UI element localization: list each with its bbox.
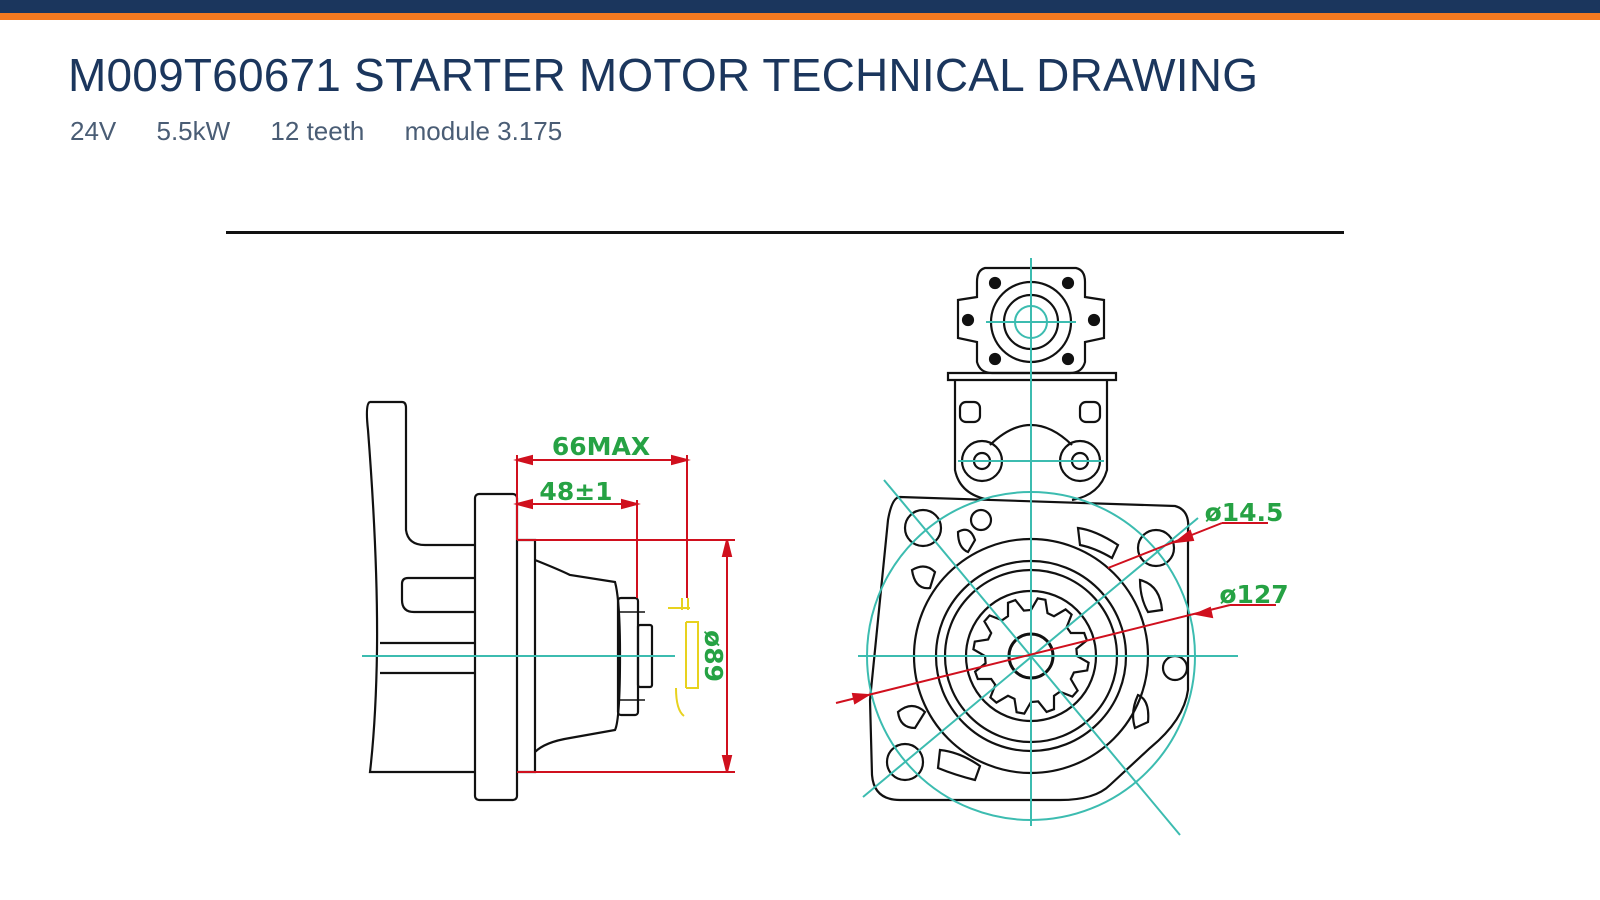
front-view-terminal-screw [988, 276, 1002, 290]
side-view-bracket [365, 400, 475, 774]
side-view [365, 400, 654, 802]
front-view-bolt-hole-small [1161, 654, 1189, 682]
spec-line: 24V 5.5kW 12 teeth module 3.175 [70, 116, 595, 147]
front-view-solenoid-slot [958, 400, 982, 424]
dim-pinion-position: 48±1 [539, 477, 612, 506]
spec-voltage: 24V [70, 116, 117, 146]
front-view-terminal-screw [988, 352, 1002, 366]
front-view-solenoid-slot [1078, 400, 1102, 424]
side-view-flange [473, 492, 519, 802]
page-title: M009T60671 STARTER MOTOR TECHNICAL DRAWI… [68, 49, 1259, 101]
dim-bolt-hole-diameter: ø14.5 [1205, 498, 1284, 527]
dim-overall-length: 66MAX [552, 432, 650, 461]
spec-module: module 3.175 [404, 116, 563, 146]
front-view-pocket [956, 528, 977, 554]
pinion-engaged-outline [668, 598, 699, 717]
dim-pilot-diameter: ø89 [699, 630, 728, 682]
front-view-terminal-stud [961, 313, 975, 327]
front-view-solenoid-plate [946, 371, 1118, 382]
front-view-pocket [936, 748, 982, 782]
front-view-terminal-screw [1061, 352, 1075, 366]
spec-teeth: 12 teeth [270, 116, 365, 146]
front-view-pocket [1076, 526, 1120, 560]
section-divider [226, 231, 1344, 234]
front-view-bolt-hole [903, 508, 943, 548]
front-view-locator-hole [969, 508, 993, 532]
front-view-centerlines [858, 258, 1238, 836]
front-view-dimension-lines [835, 522, 1276, 705]
front-view-pocket [896, 704, 927, 730]
header-accent-stripe [0, 13, 1600, 20]
front-view-pocket [910, 565, 937, 590]
front-view-terminal-screw [1061, 276, 1075, 290]
front-view-pocket [1138, 578, 1164, 614]
front-view-flange-outline [868, 495, 1190, 802]
side-view-dimension-lines [513, 454, 735, 773]
bolt-circle [866, 491, 1196, 821]
front-view-bolt-hole [1136, 528, 1176, 568]
spec-power: 5.5kW [156, 116, 231, 146]
front-view-terminal-stud [1087, 313, 1101, 327]
front-view-pocket [1131, 693, 1150, 730]
front-view-bolt-hole [885, 742, 925, 782]
header-bar [0, 0, 1600, 13]
dim-bolt-circle-diameter: ø127 [1219, 580, 1288, 609]
